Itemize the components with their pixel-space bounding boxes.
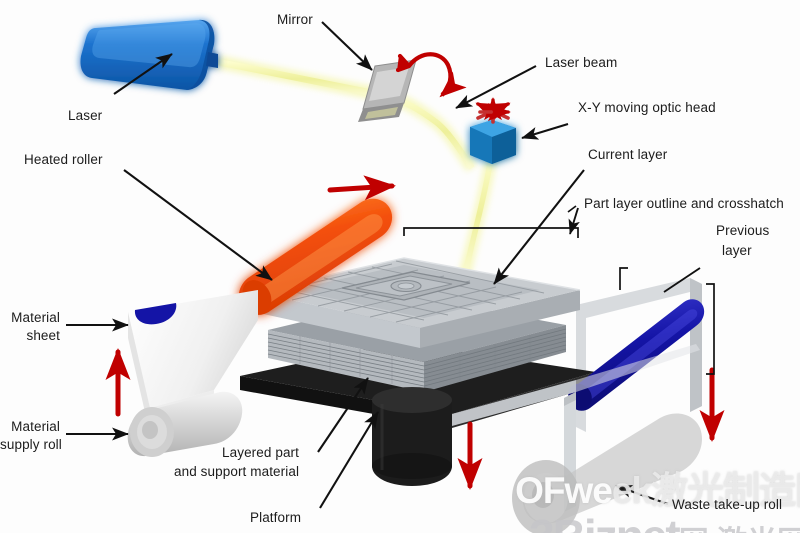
waste-take-up-roll [512, 413, 702, 533]
roller-direction-arrow [327, 175, 396, 201]
current-layer-bracket [403, 227, 579, 238]
label-laser: Laser [68, 108, 103, 123]
machine-frame-rails [452, 344, 700, 426]
label-part-layer-outline: Part layer outline and crosshatch [584, 196, 784, 211]
leader-lines [66, 21, 701, 509]
previous-layer-bracket [619, 267, 715, 375]
label-previous-layer-line1: Previous [716, 223, 770, 238]
label-material-sheet-line1: Material [11, 310, 60, 325]
label-previous-layer-line2: layer [722, 243, 752, 258]
laser-source [80, 19, 218, 90]
label-waste-take-up-roll: Waste take-up roll [672, 497, 783, 512]
material-supply-roll [127, 391, 243, 457]
label-current-layer: Current layer [588, 147, 668, 162]
label-xy-optic-head: X-Y moving optic head [578, 100, 716, 115]
label-laser-beam: Laser beam [545, 55, 618, 70]
xy-motion-cross-arrow [475, 97, 511, 124]
label-platform: Platform [250, 510, 302, 525]
label-material-supply-line1: Material [11, 419, 60, 434]
xy-optic-head [470, 120, 516, 164]
part-outline-feature [341, 271, 471, 301]
label-mirror: Mirror [277, 12, 313, 27]
label-material-sheet-line2: sheet [26, 328, 60, 343]
part-layer-tick [567, 205, 577, 213]
label-material-supply-line2: supply roll [0, 437, 62, 452]
platform-pedestal [372, 387, 452, 486]
label-heated-roller: Heated roller [24, 152, 103, 167]
mirror-assembly [358, 59, 417, 122]
label-layered-part-line1: Layered part [222, 445, 299, 460]
mirror-rotation-arrow [395, 52, 467, 98]
label-layered-part-line2: and support material [174, 464, 300, 479]
